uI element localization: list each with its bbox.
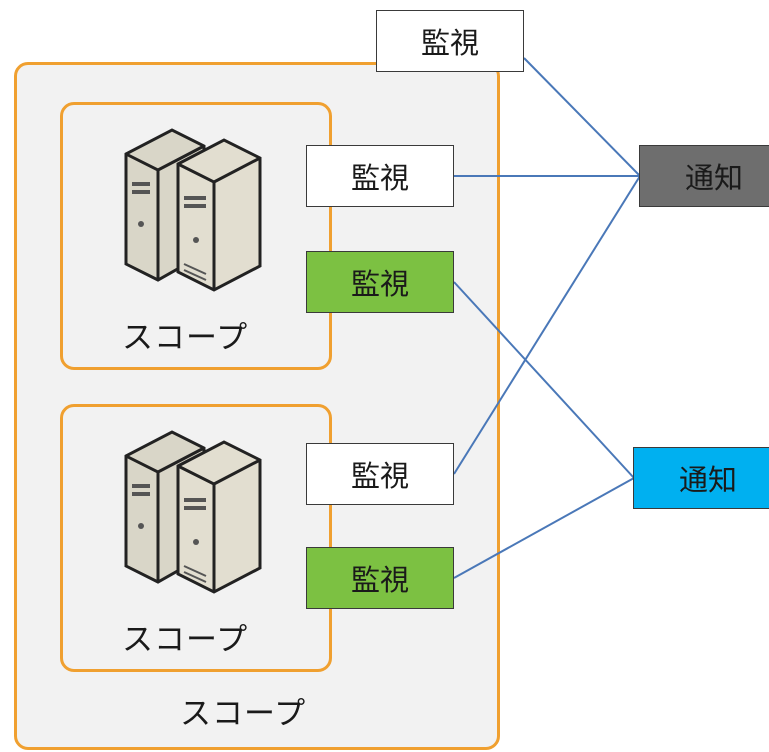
server-stack-icon bbox=[124, 430, 262, 594]
monitor-box-b-green: 監視 bbox=[306, 547, 454, 609]
monitor-box-b-white: 監視 bbox=[306, 443, 454, 505]
notify-box-gray: 通知 bbox=[639, 145, 769, 207]
outer-scope-label: スコープ bbox=[180, 696, 307, 732]
server-stack-icon bbox=[124, 128, 262, 292]
connector-top-to-gray bbox=[523, 57, 641, 177]
inner-scope-b-label: スコープ bbox=[122, 622, 249, 658]
inner-scope-a-label: スコープ bbox=[122, 320, 249, 356]
monitor-box-top: 監視 bbox=[376, 10, 524, 72]
notify-box-blue: 通知 bbox=[633, 447, 769, 509]
monitor-box-a-white: 監視 bbox=[306, 145, 454, 207]
monitor-box-a-green: 監視 bbox=[306, 251, 454, 313]
